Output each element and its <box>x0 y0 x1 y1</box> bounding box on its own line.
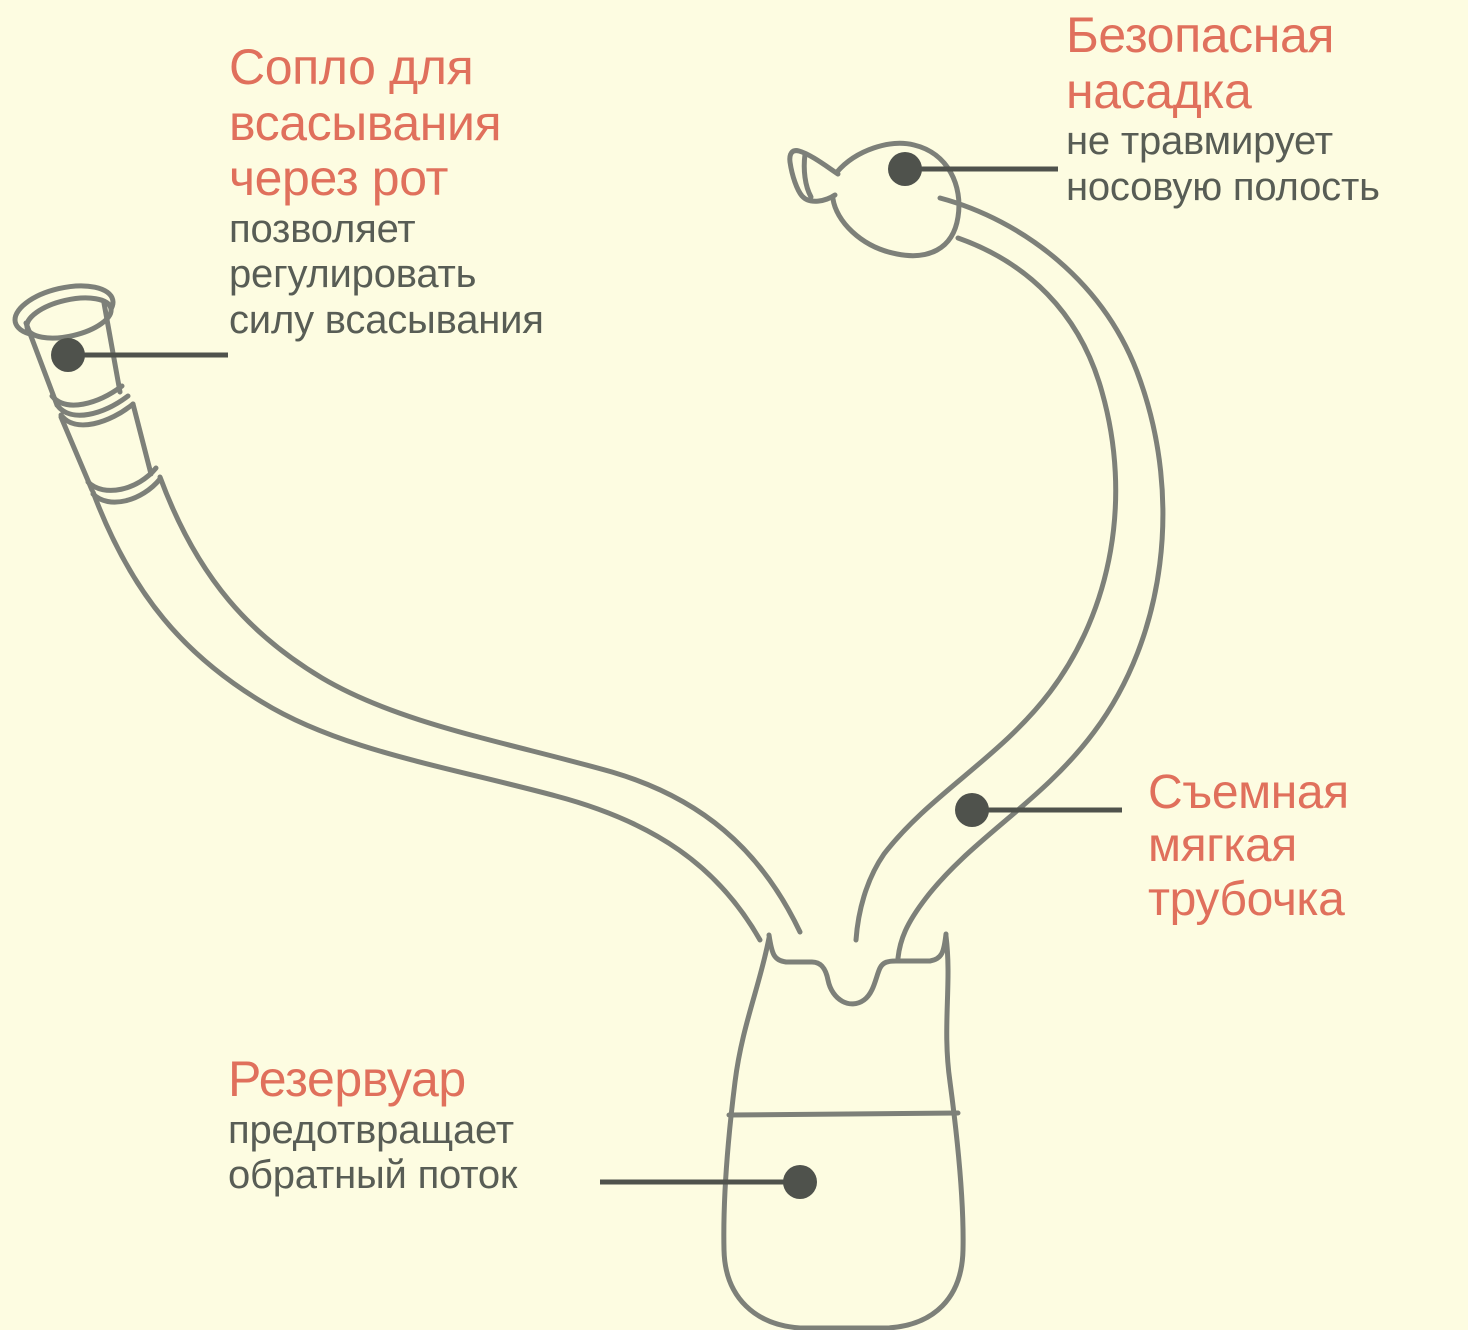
mouth-nozzle-part <box>12 283 163 505</box>
callout-soft-tube: Съемная мягкая трубочка <box>1148 766 1468 926</box>
callout-mouthpiece-title: Сопло для всасывания через рот <box>229 39 502 206</box>
tube-ring <box>85 465 163 505</box>
nozzle-collar <box>49 383 136 428</box>
right-tube-inner-edge <box>853 235 1119 943</box>
callout-nose-tip-title: Безопасная насадка <box>1066 7 1335 119</box>
nose-tip-part <box>787 140 962 259</box>
bottle-body <box>721 933 966 1330</box>
nose-spout <box>787 148 841 204</box>
left-tube-upper-edge <box>90 489 763 943</box>
callout-mouthpiece: Сопло для всасывания через рот позволяет… <box>229 39 659 343</box>
leader-dot-reservoir <box>783 1165 817 1199</box>
nose-spout-inner <box>801 151 814 200</box>
callout-soft-tube-title: Съемная мягкая трубочка <box>1148 766 1349 926</box>
nozzle-body <box>23 300 123 408</box>
callout-reservoir-subtitle: предотвращает обратный поток <box>228 1107 518 1198</box>
right-tube-outer-edge <box>895 195 1166 961</box>
leader-dot-nose-tip <box>888 152 922 186</box>
left-tube-lower-edge <box>157 474 803 935</box>
callout-nose-tip-subtitle: не травмирует носовую полость <box>1066 119 1380 209</box>
leader-dot-soft-tube <box>955 793 989 827</box>
reservoir-part <box>721 931 966 1330</box>
callout-reservoir-title: Резервуар <box>228 1051 466 1107</box>
leader-lines <box>51 152 1122 1199</box>
callout-nose-tip: Безопасная насадка не травмирует носовую… <box>1066 7 1466 210</box>
callout-mouthpiece-subtitle: позволяет регулировать силу всасывания <box>229 206 544 342</box>
bottle-level-line <box>726 1110 961 1118</box>
leader-dot-mouthpiece <box>51 338 85 372</box>
callout-reservoir: Резервуар предотвращает обратный поток <box>228 1051 648 1199</box>
nozzle-shaft <box>58 401 154 493</box>
bottle-neck <box>766 931 949 1007</box>
